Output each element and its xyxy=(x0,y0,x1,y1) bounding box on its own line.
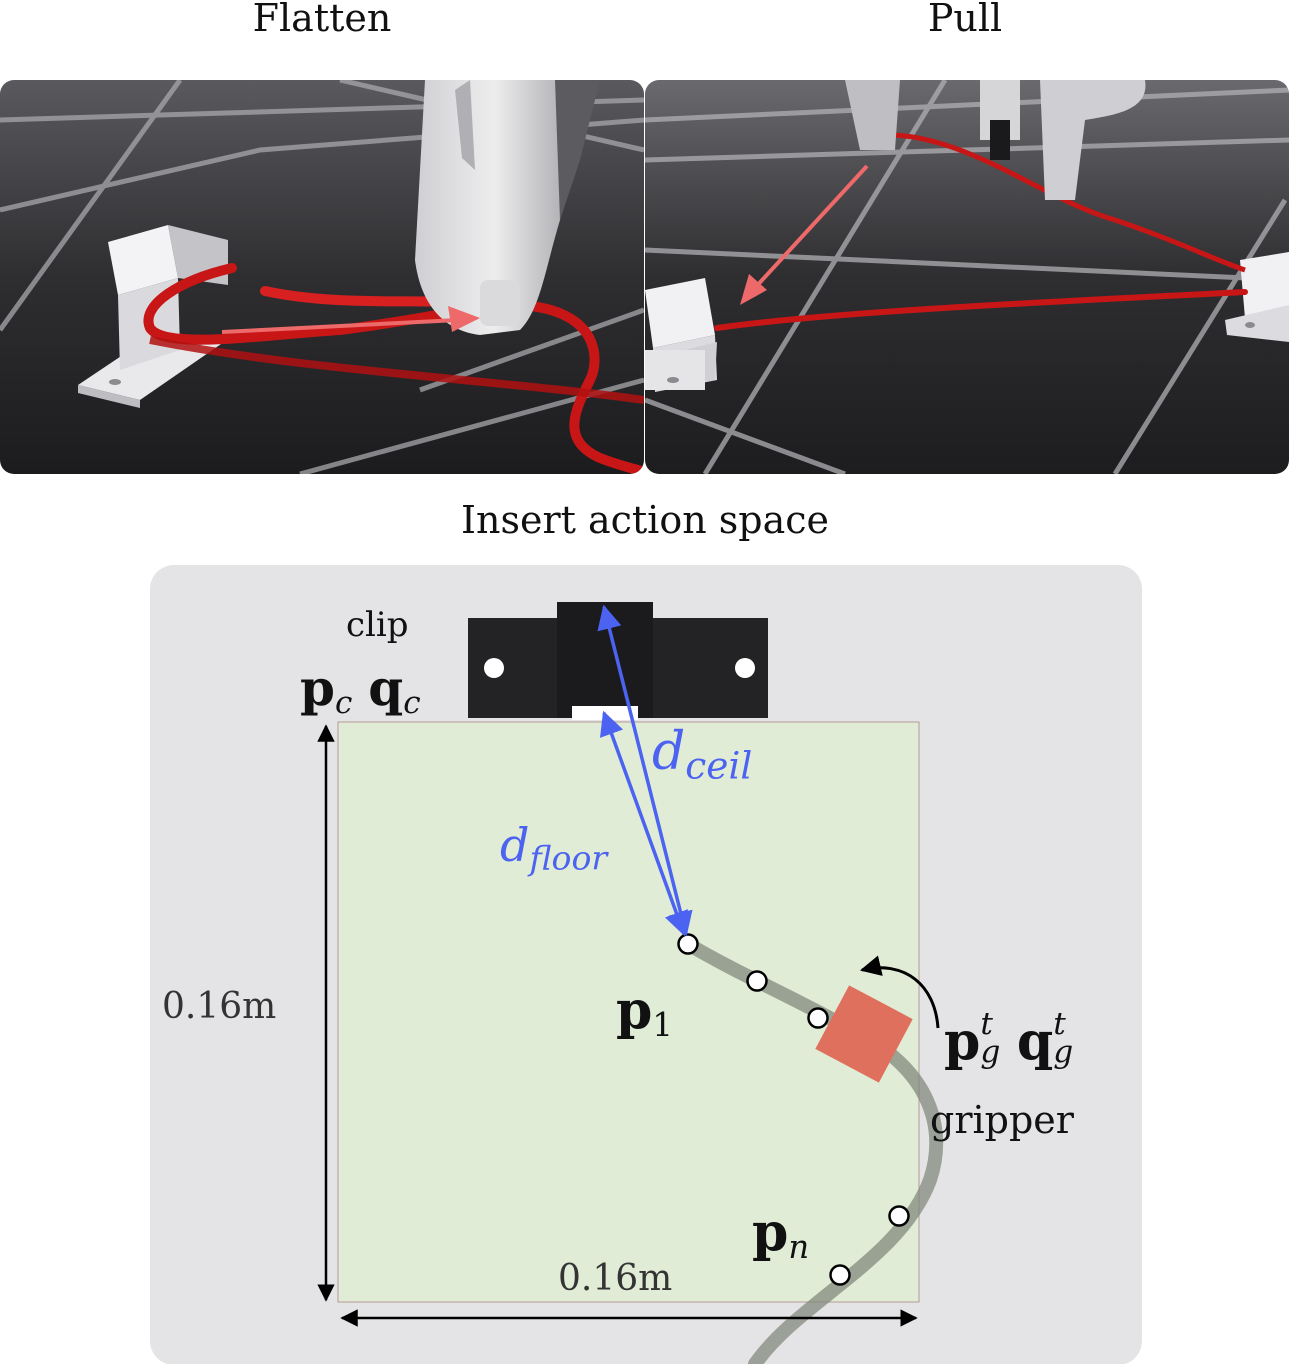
gripper-label: gripper xyxy=(930,1098,1074,1142)
cable-path xyxy=(681,937,944,1364)
point-pn xyxy=(829,1264,851,1286)
point-p1 xyxy=(677,933,699,955)
d-floor-label: dfloor xyxy=(500,818,608,878)
point-2 xyxy=(746,970,768,992)
pull-title: Pull xyxy=(927,0,1003,40)
clip-pose-label: pc qc xyxy=(300,658,421,721)
left-clip-shape xyxy=(645,278,717,392)
point-3 xyxy=(807,1007,829,1029)
pull-arrow xyxy=(751,164,869,292)
clip-label: clip xyxy=(346,605,409,645)
d-ceil-label: dceil xyxy=(652,722,753,788)
p1-label: p1 xyxy=(616,980,673,1045)
width-label: 0.16m xyxy=(558,1258,673,1299)
robot-arm xyxy=(415,80,600,335)
flatten-title: Flatten xyxy=(252,0,392,40)
pull-cable xyxy=(714,289,1248,331)
pull-robot-arm xyxy=(845,80,1146,200)
cable-points xyxy=(677,933,910,1286)
d-floor-arrow xyxy=(599,710,689,937)
point-4 xyxy=(888,1205,910,1227)
pull-render xyxy=(645,80,1289,474)
rotation-arrow xyxy=(859,955,940,1029)
insert-title: Insert action space xyxy=(460,498,830,542)
flatten-render xyxy=(0,80,644,474)
gripper-square xyxy=(815,985,913,1083)
flatten-arrow xyxy=(221,318,459,334)
height-label: 0.16m xyxy=(162,986,277,1027)
right-clip-shape xyxy=(1225,252,1289,342)
pn-label: pn xyxy=(752,1202,810,1267)
